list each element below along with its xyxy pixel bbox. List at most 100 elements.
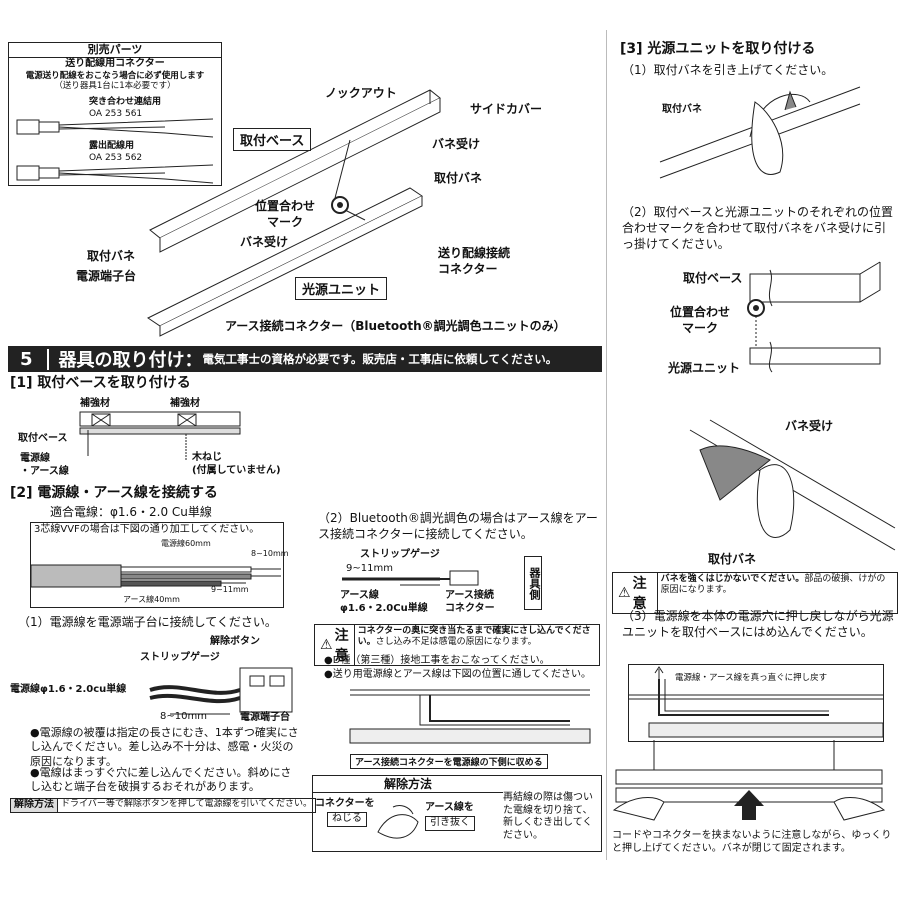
step3-push-drawing [612,740,886,821]
step3-spring-label: 取付バネ [662,104,702,115]
terminal-drawing [149,667,293,715]
step3-push-note: 電源線・アース線を真っ直ぐに押し戻す [675,673,828,683]
step2-bullet4: ●送り用電源線とアース線は下図の位置に通してください。 [324,669,592,680]
step1-base: 取付ベース [18,433,68,444]
step2-bullet3: ●D種（第三種）接地工事をおこなってください。 [324,655,550,666]
parts-box-subtitle: 送り配線用コネクター [65,58,165,70]
label-terminal-block: 電源端子台 [240,712,290,723]
label-spring-receiver2: バネ受け [240,235,289,249]
label-light-unit: 光源ユニット [295,277,388,300]
earth-fig-caption: アース接続コネクターを電源線の下側に収める [350,754,548,769]
parts-item2-name: 露出配線用 [89,141,135,151]
step2-caution-bold: コネクターの奥に突き当たるまで確実にさし込んでください。 [357,626,591,648]
label-mount-spring: 取付バネ [434,171,483,185]
label-base: 取付ベース [233,128,312,151]
label-feed-connector: 送り配線接続 コネクター [438,246,511,277]
section5-number: 5 [8,348,49,370]
vvf-dim-9-11: 9~11mm [211,585,249,594]
step2-title: [2] 電源線・アース線を接続する [10,485,218,501]
step2-caution-text-box: コネクターの奥に突き当たるまで確実にさし込んでください。さし込み不足は感電の原因… [355,625,599,665]
step3-align-label: 位置合わせ マーク [670,305,731,336]
step3-sub3: （3）電源線を本体の電源穴に押し戻しながら光源ユニットを取付ベースにはめ込んでく… [622,609,894,640]
step3-sub2: （2）取付ベースと光源ユニットのそれぞれの位置合わせマークを合わせて取付バネをバ… [622,205,894,252]
release2-reconnect: 再結線の際は傷ついた電線を切り捨て、新しくむき出してください。 [503,792,593,841]
step2-caution-text: さし込み不足は感電の原因になります。 [375,637,537,648]
parts-box-note1: 電源送り配線をおこなう場合に必ず使用します [25,70,205,81]
release-method-label: 解除方法 [11,799,58,812]
step3-pull-drawing [659,86,861,179]
parts-item2-code: OA 253 562 [89,153,143,163]
label-spring-receiver: バネ受け [432,137,481,151]
step3-final-note: コードやコネクターを挟まないように注意しながら、ゆっくりと押し上げてください。バ… [612,830,892,854]
release2-title: 解除方法 [313,776,503,794]
label-knockout: ノックアウト [325,86,397,100]
label-align-mark: 位置合わせ マーク [255,199,316,230]
label-dim-8-10b: 8~10mm [160,711,207,722]
label-earth-connector: アース接続コネクター（Bluetooth®調光調色ユニットのみ） [225,319,566,333]
release2-pull-box: 引き抜く [425,816,475,831]
parts-item1-code: OA 253 561 [89,109,143,119]
label-fixture-side: 器具側 [524,556,542,610]
step2-caution-label: 注意 [334,628,349,664]
step2-bullet2: ●電線はまっすぐ穴に差し込んでください。斜めにさし込むと端子台を破損するおそれが… [30,766,292,794]
step3-inset: 電源線・アース線を真っ直ぐに押し戻す [628,664,884,742]
step1-diagram [79,411,241,460]
label-power-wire: 電源線φ1.6・2.0cu単線 [10,684,127,695]
label-terminal: 電源端子台 [76,269,137,283]
step3-base-label: 取付ベース [683,271,743,285]
vvf-dim-earth: アース線40mm [123,595,180,604]
earth-drawing [342,570,479,586]
step3-caution-text-box: バネを強くはじかないでください。部品の破損、けがの原因になります。 [658,573,897,613]
connector2-drawing [16,164,214,184]
step3-title: [3] 光源ユニットを取り付ける [620,41,816,57]
step1-title: [1] 取付ベースを取り付ける [10,375,191,391]
overview-diagram [147,89,441,337]
step3-hook-drawing [689,419,896,551]
release-method-text: ドライバー等で解除ボタンを押して電源線を引いてください。 [61,799,313,809]
vvf-box: 3芯線VVFの場合は下図の通り加工してください。 電源線60mm 8~10mm … [30,522,289,608]
release2-box: 解除方法 コネクターを ねじる アース線を 引き抜く 再結線の際は傷ついた電線を… [312,775,602,852]
label-strip-gauge: ストリップゲージ [140,652,220,663]
label-mount-spring2: 取付バネ [87,249,136,263]
vvf-dim-power: 電源線60mm [161,539,211,548]
parts-box-title: 別売パーツ [9,43,221,59]
step3-caution: ⚠ 注意 バネを強くはじかないでください。部品の破損、けがの原因になります。 [612,572,898,614]
release-method-box: 解除方法 ドライバー等で解除ボタンを押して電源線を引いてください。 [10,798,317,813]
step3-spring-receiver: バネ受け [785,419,834,433]
step2-sub1: （1）電源線を電源端子台に接続してください。 [18,615,277,629]
vvf-drawing [30,564,281,588]
release2-pull: アース線を [425,802,474,813]
vvf-dim-8-10: 8~10mm [251,549,289,558]
label-earth-wire: アース線 φ1.6・2.0Cu単線 [340,590,428,614]
release2-twist-box: ねじる [327,812,367,827]
step3-inset-drawing [629,666,884,738]
section5-bar: 5 器具の取り付け： 電気工事士の資格が必要です。販売店・工事店に依頼してくださ… [8,346,602,372]
step1-screw: 木ねじ (付属していません) [192,452,281,476]
column-divider [606,30,607,860]
step3-caution-bold: バネを強くはじかないでください。 [660,574,805,584]
step2-sub2: （2）Bluetooth®調光調色の場合はアース線をアース接続コネクターに接続し… [318,511,598,542]
step3-align-drawing [747,261,881,373]
earth-placement-drawing [349,689,591,744]
label-dim-9-11b: 9~11mm [346,563,393,574]
release2-hand-drawing [377,805,419,839]
step3-caution-text: 部品の破損、けがの原因になります。 [660,574,886,596]
step3-caution-label-box: ⚠ 注意 [613,573,658,613]
parts-box: 別売パーツ 送り配線用コネクター 電源送り配線をおこなう場合に必ず使用します （… [8,42,222,186]
step3-light-unit-label: 光源ユニット [668,361,741,375]
label-earth-conn: アース接続 コネクター [445,590,495,614]
vvf-note: 3芯線VVFの場合は下図の通り加工してください。 [34,524,260,535]
warning-icon: ⚠ [320,637,333,653]
step2-wire-spec: 適合電線：φ1.6・2.0 Cu単線 [50,505,212,519]
section5-title: 器具の取り付け： [58,350,203,371]
section5-note: 電気工事士の資格が必要です。販売店・工事店に依頼してください。 [202,352,558,366]
step1-wires: 電源線 ・アース線 [20,453,69,477]
step3-caution-label: 注意 [632,576,647,612]
step3-spring2: 取付バネ [708,552,757,566]
label-release-button: 解除ボタン [210,636,260,647]
release2-twist: コネクターを [315,798,375,809]
parts-box-note2: （送り器具1台に1本必要です） [54,81,176,92]
step2-bullet1: ●電源線の被覆は指定の長さにむき、1本ずつ確実にさし込んでください。差し込み不十… [30,726,299,768]
parts-item1-name: 突き合わせ連結用 [89,97,162,107]
connector1-drawing [16,118,214,138]
